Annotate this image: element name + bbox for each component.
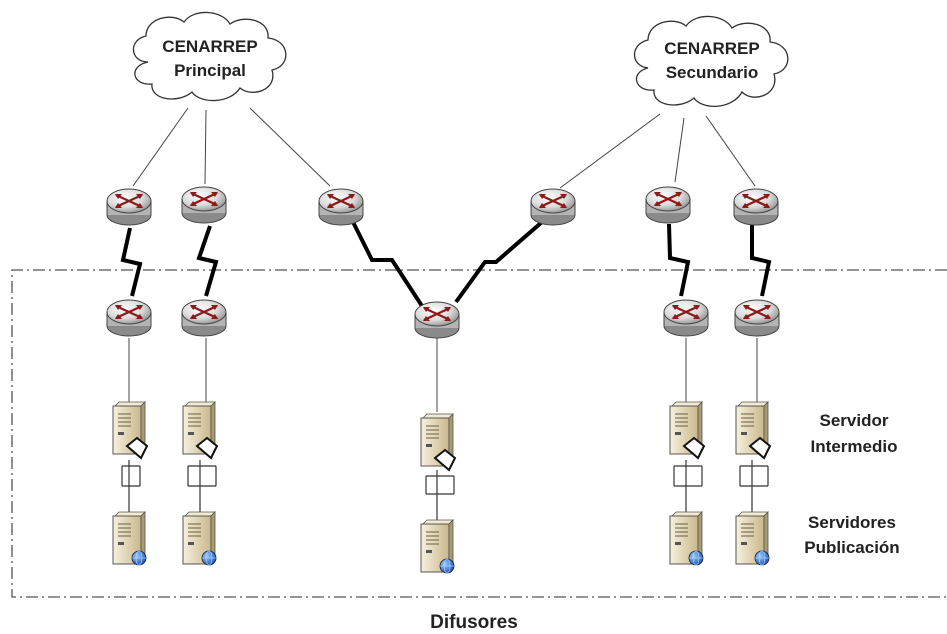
- server-icon: [112, 401, 149, 460]
- link-primary-r1: [132, 107, 189, 187]
- server-icon: [669, 401, 706, 460]
- wan-links: [120, 219, 772, 308]
- server-icon: [735, 401, 772, 460]
- server-icon: [182, 401, 219, 460]
- cloud-links: [132, 107, 756, 189]
- router-icon: [181, 186, 227, 224]
- cloud-icon-secondary: CENARREP Secundario: [633, 15, 789, 108]
- lan-links: [121, 460, 769, 520]
- cloud-secondary-line2: Secundario: [666, 63, 759, 82]
- link-secondary-r5: [674, 117, 685, 183]
- cloud-icon-primary: CENARREP Principal: [132, 11, 287, 102]
- web-server-icon: [112, 511, 147, 566]
- intermediate-server-label-line1: Servidor: [820, 411, 889, 430]
- wan-link-1: [120, 227, 143, 297]
- server-icon: [420, 413, 457, 472]
- broadcasters-label: Difusores: [430, 612, 518, 633]
- wan-link-4: [454, 220, 544, 304]
- servers: [112, 401, 772, 574]
- router-icon: [181, 299, 227, 337]
- router-icon: [414, 301, 460, 339]
- router-icon: [734, 299, 780, 337]
- router-icon: [530, 188, 576, 226]
- router-icon: [733, 188, 779, 226]
- lan-link-5: [739, 460, 769, 512]
- wan-link-3: [350, 219, 424, 308]
- link-secondary-r4: [559, 113, 661, 189]
- web-server-icon: [735, 511, 770, 566]
- lan-link-1: [121, 460, 141, 512]
- lan-link-4: [673, 460, 703, 512]
- link-primary-r2: [204, 109, 207, 185]
- web-server-icon: [420, 519, 455, 574]
- wan-link-2: [196, 225, 219, 297]
- link-secondary-r6: [705, 115, 756, 187]
- web-server-icon: [182, 511, 217, 566]
- router-icon: [106, 299, 152, 337]
- routers: [106, 186, 780, 339]
- lan-link-2: [187, 460, 217, 512]
- cloud-secondary-line1: CENARREP: [664, 39, 759, 58]
- web-server-icon: [669, 511, 704, 566]
- cloud-primary-line2: Principal: [174, 61, 246, 80]
- publication-servers-label-line1: Servidores: [808, 513, 896, 532]
- link-primary-r3: [249, 107, 331, 187]
- publication-servers-label-line2: Publicación: [804, 538, 899, 557]
- cloud-primary-line1: CENARREP: [162, 37, 257, 56]
- router-icon: [663, 299, 709, 337]
- router-server-links: [128, 338, 758, 412]
- router-icon: [106, 188, 152, 226]
- lan-link-3: [425, 470, 455, 520]
- router-icon: [318, 188, 364, 226]
- intermediate-server-label-line2: Intermedio: [811, 437, 898, 456]
- wan-link-6: [750, 222, 772, 297]
- wan-link-5: [667, 223, 691, 297]
- router-icon: [645, 186, 691, 224]
